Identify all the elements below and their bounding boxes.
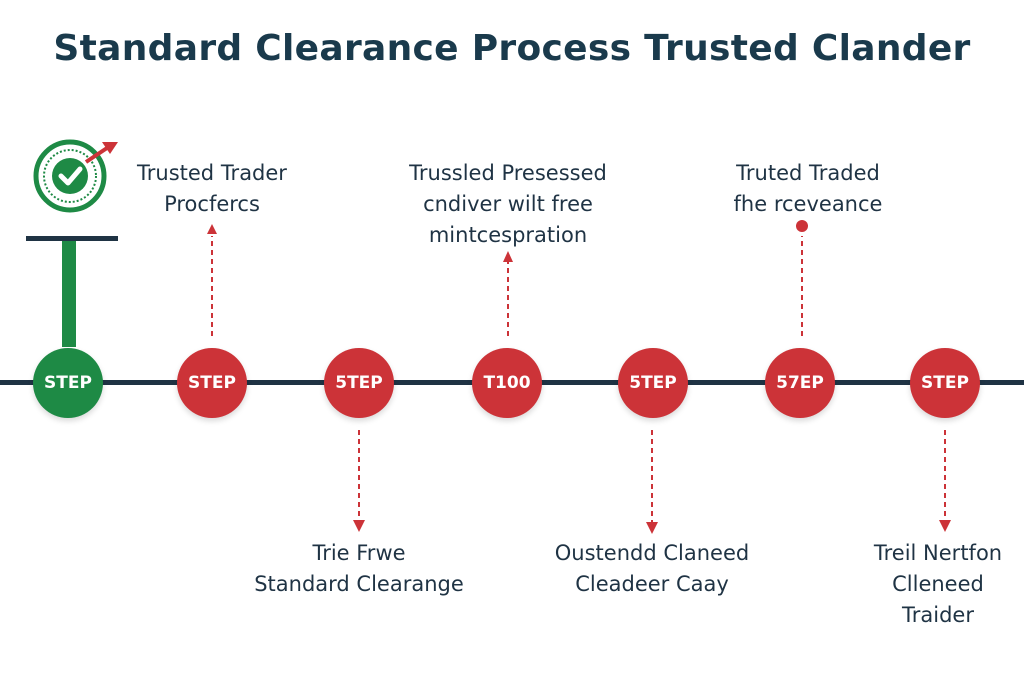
bottom-label-1-line-2: Standard Clearange bbox=[254, 572, 464, 596]
step-label-3: 5TEP bbox=[335, 373, 383, 393]
step-circle-2: STEP bbox=[177, 348, 247, 418]
arrow-down-5 bbox=[646, 522, 658, 534]
top-label-2: Trussled Presessed cndiver wilt free min… bbox=[398, 158, 618, 251]
bottom-label-3-line-2: Clleneed bbox=[892, 572, 984, 596]
step-label-4: T100 bbox=[483, 373, 531, 393]
bottom-label-1-line-1: Trie Frwe bbox=[312, 541, 406, 565]
step-label-2: STEP bbox=[188, 373, 236, 393]
arrow-up-4 bbox=[503, 251, 513, 262]
step-circle-6: 57EP bbox=[765, 348, 835, 418]
step-circle-5: 5TEP bbox=[618, 348, 688, 418]
bottom-label-3: Treil Nertfon Clleneed Traider bbox=[858, 538, 1018, 631]
bottom-label-2-line-1: Oustendd Claneed bbox=[554, 541, 750, 565]
arrow-up-2 bbox=[207, 224, 217, 234]
top-label-1-line-1: Trusted Trader bbox=[137, 161, 287, 185]
top-label-1: Trusted Trader Procfercs bbox=[112, 158, 312, 220]
top-label-2-line-1: Trussled Presessed bbox=[409, 161, 607, 185]
step-label-1: STEP bbox=[44, 373, 92, 393]
top-label-3: Truted Traded fhe rceveance bbox=[708, 158, 908, 220]
seal-stand-bar bbox=[26, 236, 118, 241]
step-circle-3: 5TEP bbox=[324, 348, 394, 418]
bottom-label-2-line-2: Cleadeer Caay bbox=[575, 572, 729, 596]
top-label-2-line-2: cndiver wilt free bbox=[423, 192, 593, 216]
arrow-down-3 bbox=[353, 520, 365, 532]
top-label-3-line-2: fhe rceveance bbox=[733, 192, 883, 216]
step-label-7: STEP bbox=[921, 373, 969, 393]
top-label-3-line-1: Truted Traded bbox=[736, 161, 880, 185]
seal-stand-stem bbox=[62, 241, 76, 347]
bottom-label-1: Trie Frwe Standard Clearange bbox=[234, 538, 484, 600]
bottom-label-3-line-1: Treil Nertfon bbox=[873, 541, 1003, 565]
arrow-down-7 bbox=[939, 520, 951, 532]
step-label-5: 5TEP bbox=[629, 373, 677, 393]
step-circle-7: STEP bbox=[910, 348, 980, 418]
step-label-6: 57EP bbox=[776, 373, 824, 393]
bottom-label-3-line-3: Traider bbox=[902, 603, 974, 627]
verified-seal-icon bbox=[33, 139, 118, 213]
bottom-label-2: Oustendd Claneed Cleadeer Caay bbox=[527, 538, 777, 600]
dot-up-6 bbox=[796, 220, 808, 232]
top-label-2-line-3: mintcespration bbox=[428, 223, 588, 247]
top-label-1-line-2: Procfercs bbox=[164, 192, 260, 216]
step-circle-4: T100 bbox=[472, 348, 542, 418]
step-circle-1: STEP bbox=[33, 348, 103, 418]
page-title: Standard Clearance Process Trusted Cland… bbox=[53, 28, 971, 69]
